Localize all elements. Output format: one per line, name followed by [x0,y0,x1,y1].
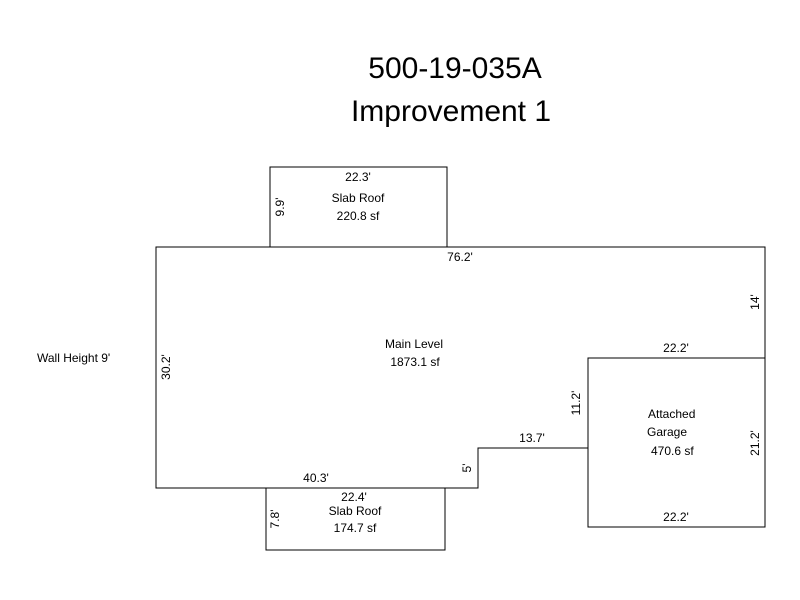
slab-roof-top-name: Slab Roof [332,191,385,205]
main-level-left-dim: 30.2' [159,354,173,380]
main-level-top-dim: 76.2' [447,250,473,264]
garage-name-line1: Attached [648,407,695,421]
slab-roof-bottom-width: 22.4' [341,490,367,504]
improvement-title: Improvement 1 [351,95,551,128]
slab-roof-bottom-outline [265,487,446,551]
garage-right-dim: 21.2' [748,430,762,456]
main-level-name: Main Level [385,337,443,351]
garage-area: 470.6 sf [651,444,694,458]
main-level-right-dim: 14' [748,294,762,310]
garage-outline [587,357,766,528]
slab-roof-top-area: 220.8 sf [337,209,380,223]
slab-roof-bottom-depth: 7.8' [268,510,282,529]
slab-roof-top-depth: 9.9' [273,198,287,217]
main-level-area: 1873.1 sf [390,355,440,369]
wall-height-note: Wall Height 9' [37,351,110,365]
garage-bottom-dim: 22.2' [663,510,689,524]
main-level-bottom-dim: 40.3' [303,471,329,485]
slab-roof-bottom-name: Slab Roof [329,504,382,518]
parcel-id: 500-19-035A [368,52,541,85]
main-level-inner-dim: 11.2' [569,391,583,416]
slab-roof-top-width: 22.3' [345,170,371,184]
main-level-ledge-dim: 13.7' [519,431,545,445]
main-level-step-dim: 5' [460,464,474,473]
slab-roof-bottom-area: 174.7 sf [334,521,377,535]
garage-top-dim: 22.2' [663,341,689,355]
garage-name-line2: Garage [647,425,687,439]
